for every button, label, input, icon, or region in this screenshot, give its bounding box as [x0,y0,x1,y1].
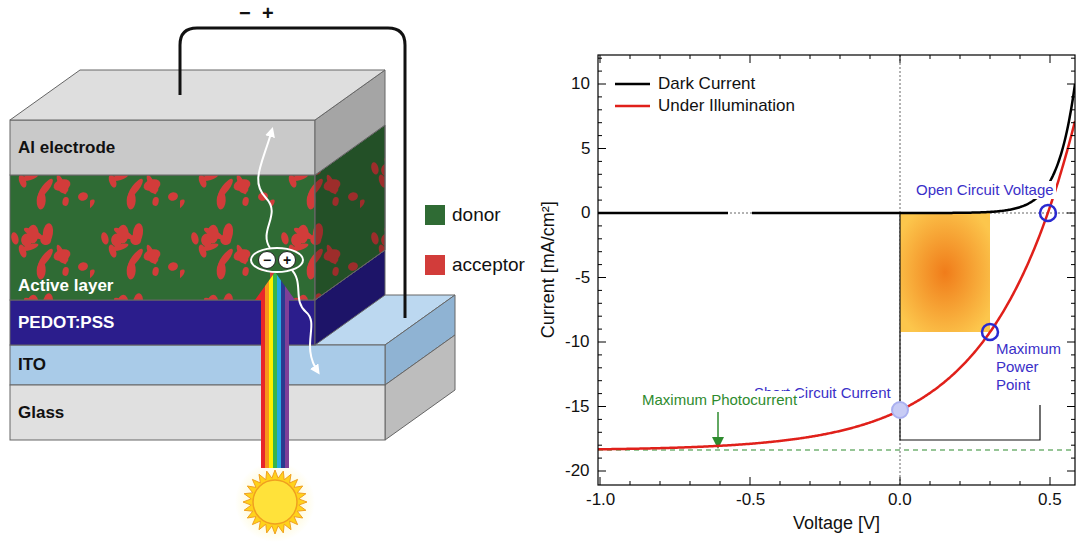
electron-path [258,130,272,248]
layer-label: Al electrode [18,138,115,158]
tick [750,477,751,485]
tick [600,477,601,485]
active-layer: Active layer −+ [10,175,315,300]
tick-label: -10 [565,332,590,352]
tick [598,148,606,149]
tick-label: -15 [565,397,590,417]
ito-top-face [10,295,455,345]
tick-label: 10 [571,74,590,94]
tick-label: -20 [565,461,590,481]
tick-label: 5 [581,139,590,159]
tick-label: -1.0 [586,490,615,510]
photocurrent-line [598,449,1075,450]
exciton: −+ [250,247,304,273]
tick [1067,148,1075,149]
layer-label: Glass [18,403,64,423]
tick [598,406,606,407]
tick [598,471,606,472]
tick [1067,342,1075,343]
iv-curves [598,84,1075,449]
pedot-layer: PEDOT:PSS [10,300,315,345]
ito-front-face [10,345,385,385]
tick [900,477,901,485]
legend-line [615,105,650,108]
substrate-stack [10,295,455,440]
layer-label: Active layer [18,276,113,296]
legend-text: Under Illumination [658,96,795,116]
legend-swatch [425,205,445,225]
sun-glow [235,462,315,542]
tick [598,84,606,85]
max-power-rectangle [900,213,990,332]
tick-label: 0 [581,203,590,223]
sun-disc [253,480,297,524]
layer-label: PEDOT:PSS [18,313,114,333]
layer-label: ITO [18,355,46,375]
legend-text: Dark Current [658,74,755,94]
annotation: Maximum Power Point [996,340,1074,394]
tick-label: -5 [575,268,590,288]
illuminated-curve [598,121,1075,449]
legend-text: acceptor [452,254,525,277]
charge-symbol: − [258,251,276,269]
tick [1067,277,1075,278]
dark-current-curve [752,84,1075,213]
tick-label: 0.5 [1038,490,1062,510]
mpp-marker [982,324,998,340]
glass-layer: Glass [10,385,385,440]
glass-side-face [385,335,455,440]
tick [598,213,606,214]
tick [900,55,901,63]
iv-chart [598,55,1075,485]
tick [598,277,606,278]
polarity-sign: + [262,1,274,25]
axis-title: Current [mA/cm²] [538,201,560,338]
voc-marker [1040,205,1056,221]
glass-front-face [10,385,385,440]
bracket-line [900,213,1040,440]
tick [750,55,751,63]
hole-path [290,268,318,372]
legend-line [615,83,650,86]
photocurrent-arrow [717,412,719,446]
electrode-layer: Al electrode [10,120,315,175]
device-block [10,70,385,345]
tick [1067,213,1075,214]
axis-ticks [598,55,1075,485]
tick-label: 0.0 [888,490,912,510]
ito-layer: ITO [10,345,385,385]
tick [1067,84,1075,85]
polarity-sign: − [239,1,251,25]
sun-rays [243,470,307,534]
legend-swatch [425,255,445,275]
annotation: Open Circuit Voltage [914,181,1056,199]
annotation: Maximum Photocurrent [640,391,799,409]
plot-frame [598,55,1075,485]
tick-label: -0.5 [736,490,765,510]
tick [1050,477,1051,485]
axis-title: Voltage [V] [793,513,880,535]
al-top-face [10,70,385,120]
tick [600,55,601,63]
legend-text: donor [452,204,501,227]
charge-symbol: + [278,251,296,269]
dark-current-curve [598,212,728,215]
al-front-face [10,120,315,175]
tick [598,342,606,343]
light-arrow [255,270,295,470]
tick [1067,406,1075,407]
circuit-wire [180,28,405,318]
tick [1067,471,1075,472]
isc-marker [892,402,908,418]
tick [1050,55,1051,63]
